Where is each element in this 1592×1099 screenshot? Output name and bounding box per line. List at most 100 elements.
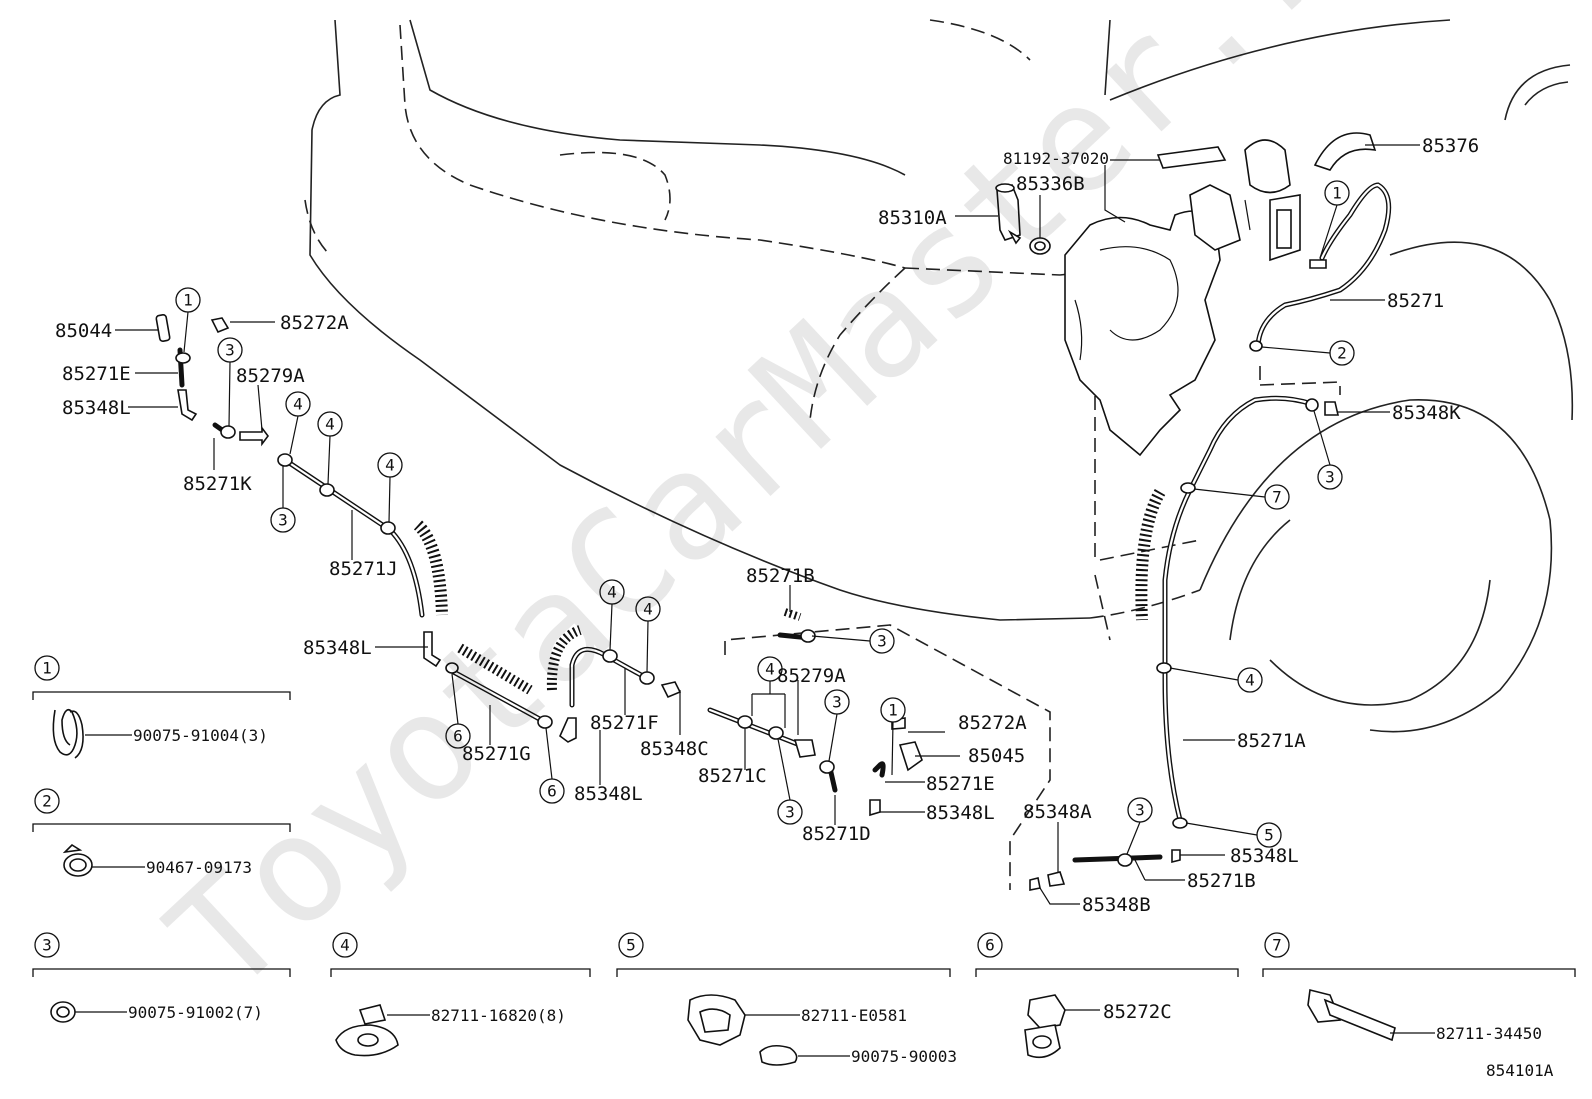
label-85271F: 85271F bbox=[590, 712, 659, 734]
callout-3: 3 bbox=[217, 337, 243, 427]
label-85348K: 85348K bbox=[1392, 402, 1461, 424]
svg-text:1: 1 bbox=[183, 291, 193, 310]
label-85348A: 85348A bbox=[1023, 801, 1092, 823]
label-85272A-mid: 85272A bbox=[958, 712, 1027, 734]
label-85348L-top: 85348L bbox=[62, 397, 131, 419]
legend-part-82711-E0581: 82711-E0581 bbox=[801, 1006, 907, 1025]
label-85348L-low: 85348L bbox=[574, 783, 643, 805]
callout-3: 3 bbox=[811, 628, 895, 654]
legend-part-82711-16820: 82711-16820(8) bbox=[431, 1006, 566, 1025]
legend-part-82711-34450: 82711-34450 bbox=[1436, 1024, 1542, 1043]
callout-3: 3 bbox=[1313, 410, 1343, 490]
callout-3: 3 bbox=[824, 689, 850, 762]
svg-text:7: 7 bbox=[1272, 936, 1282, 955]
svg-text:4: 4 bbox=[293, 395, 303, 414]
label-85045: 85045 bbox=[968, 745, 1025, 767]
svg-text:2: 2 bbox=[1337, 344, 1347, 363]
washer-tank bbox=[1064, 139, 1301, 457]
svg-text:3: 3 bbox=[1135, 801, 1145, 820]
callout-4: 4 bbox=[285, 391, 311, 455]
callout-2: 2 bbox=[1261, 340, 1355, 366]
label-85348L-mid: 85348L bbox=[303, 637, 372, 659]
svg-text:4: 4 bbox=[385, 456, 395, 475]
callout-1: 1 bbox=[880, 697, 906, 776]
svg-text:1: 1 bbox=[888, 701, 898, 720]
callout-4: 4 bbox=[1169, 667, 1263, 693]
legend-item-1: 1 90075-91004(3) bbox=[32, 655, 291, 759]
callout-4: 4 bbox=[317, 411, 343, 485]
svg-text:1: 1 bbox=[1332, 184, 1342, 203]
svg-text:3: 3 bbox=[877, 632, 887, 651]
label-85336B: 85336B bbox=[1016, 173, 1085, 195]
label-85271: 85271 bbox=[1387, 290, 1444, 312]
svg-text:3: 3 bbox=[785, 803, 795, 822]
svg-text:6: 6 bbox=[985, 936, 995, 955]
label-85376: 85376 bbox=[1422, 135, 1479, 157]
svg-text:4: 4 bbox=[607, 583, 617, 602]
callout-6: 6 bbox=[445, 673, 471, 749]
svg-text:7: 7 bbox=[1272, 488, 1282, 507]
label-85044: 85044 bbox=[55, 320, 112, 342]
legend-part-90075-90003: 90075-90003 bbox=[851, 1047, 957, 1066]
legend-item-5: 5 82711-E0581 90075-90003 bbox=[616, 932, 957, 1066]
label-85271E-top: 85271E bbox=[62, 363, 131, 385]
callout-3: 3 bbox=[1126, 797, 1153, 855]
label-85271J: 85271J bbox=[329, 558, 398, 580]
legend-item-2: 2 90467-09173 bbox=[32, 788, 291, 877]
label-85271E-mid: 85271E bbox=[926, 773, 995, 795]
washer-pump-85310A bbox=[995, 183, 1022, 245]
svg-text:5: 5 bbox=[1264, 826, 1274, 845]
label-85271G: 85271G bbox=[462, 743, 531, 765]
label-85348L-far: 85348L bbox=[1230, 845, 1299, 867]
callout-1: 1 bbox=[175, 287, 201, 353]
label-85272A-top: 85272A bbox=[280, 312, 349, 334]
label-85279A-mid: 85279A bbox=[777, 665, 846, 687]
label-85310A: 85310A bbox=[878, 207, 947, 229]
fittings bbox=[155, 259, 1340, 891]
svg-text:4: 4 bbox=[643, 600, 653, 619]
callout-4: 4 bbox=[635, 596, 661, 673]
legend-item-6: 6 85272C bbox=[975, 932, 1239, 1059]
legend-item-3: 3 90075-91002(7) bbox=[32, 932, 291, 1023]
svg-text:4: 4 bbox=[325, 415, 335, 434]
legend-item-4: 4 82711-16820(8) bbox=[330, 932, 591, 1057]
svg-text:3: 3 bbox=[832, 693, 842, 712]
legend: 1 90075-91004(3) 2 90467-09173 3 90075-9… bbox=[32, 655, 1576, 1066]
label-85271K: 85271K bbox=[183, 473, 252, 495]
callout-3: 3 bbox=[270, 466, 296, 533]
legend-item-7: 7 82711-34450 bbox=[1262, 932, 1576, 1043]
vehicle-body-outline bbox=[309, 19, 1574, 733]
label-pad-81192-37020 bbox=[1156, 146, 1227, 169]
svg-text:6: 6 bbox=[547, 782, 557, 801]
legend-part-85272C: 85272C bbox=[1103, 1001, 1172, 1023]
legend-part-90467-09173: 90467-09173 bbox=[146, 858, 252, 877]
svg-text:1: 1 bbox=[42, 659, 52, 678]
legend-part-90075-91004: 90075-91004(3) bbox=[133, 726, 268, 745]
label-85348L-right: 85348L bbox=[926, 802, 995, 824]
callout-4: 4 bbox=[377, 452, 403, 523]
svg-text:3: 3 bbox=[278, 511, 288, 530]
corrugated-tubes bbox=[413, 488, 1166, 695]
callout-4: 4 bbox=[751, 656, 786, 728]
callout-5: 5 bbox=[1185, 822, 1282, 848]
label-85271A: 85271A bbox=[1237, 730, 1306, 752]
hose-85376 bbox=[1313, 132, 1377, 171]
callout-3: 3 bbox=[777, 738, 803, 825]
svg-text:3: 3 bbox=[1325, 468, 1335, 487]
label-85271B-mid: 85271B bbox=[746, 565, 815, 587]
label-85279A-top: 85279A bbox=[236, 365, 305, 387]
callout-7: 7 bbox=[1193, 484, 1290, 510]
leader-lines bbox=[115, 144, 1420, 905]
svg-text:4: 4 bbox=[340, 936, 350, 955]
callout-4: 4 bbox=[599, 579, 625, 651]
svg-text:4: 4 bbox=[765, 660, 775, 679]
label-85348B: 85348B bbox=[1082, 894, 1151, 916]
svg-text:3: 3 bbox=[42, 936, 52, 955]
label-85348C: 85348C bbox=[640, 738, 709, 760]
label-85271D: 85271D bbox=[802, 823, 871, 845]
svg-text:6: 6 bbox=[453, 727, 463, 746]
part-labels: 85044 85272A 85271E 85279A 85348L 85271K… bbox=[55, 135, 1479, 916]
label-85271B-low: 85271B bbox=[1187, 870, 1256, 892]
diagram-code: 854101A bbox=[1486, 1061, 1554, 1080]
